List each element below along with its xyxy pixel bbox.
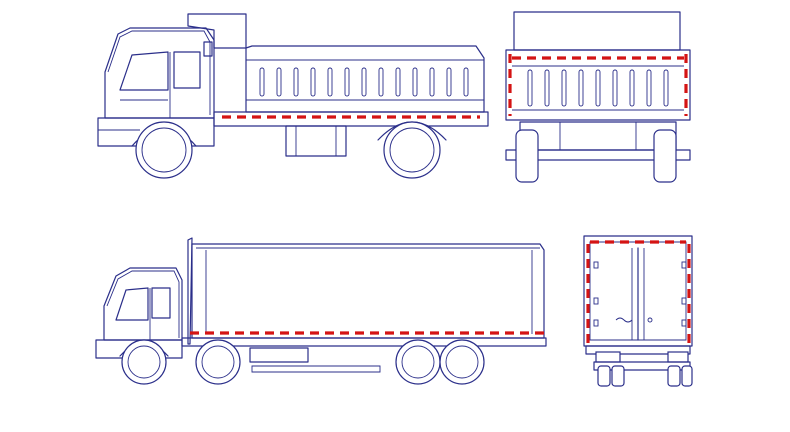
dump-truck-rear-view (505, 11, 691, 183)
box-truck-rear-view (583, 235, 693, 387)
door-hinges (593, 261, 687, 327)
box-truck-side-view (95, 237, 547, 385)
dump-body-ribs (259, 67, 469, 97)
dump-truck-side-view (97, 13, 489, 179)
rear-body-ribs (527, 69, 669, 107)
